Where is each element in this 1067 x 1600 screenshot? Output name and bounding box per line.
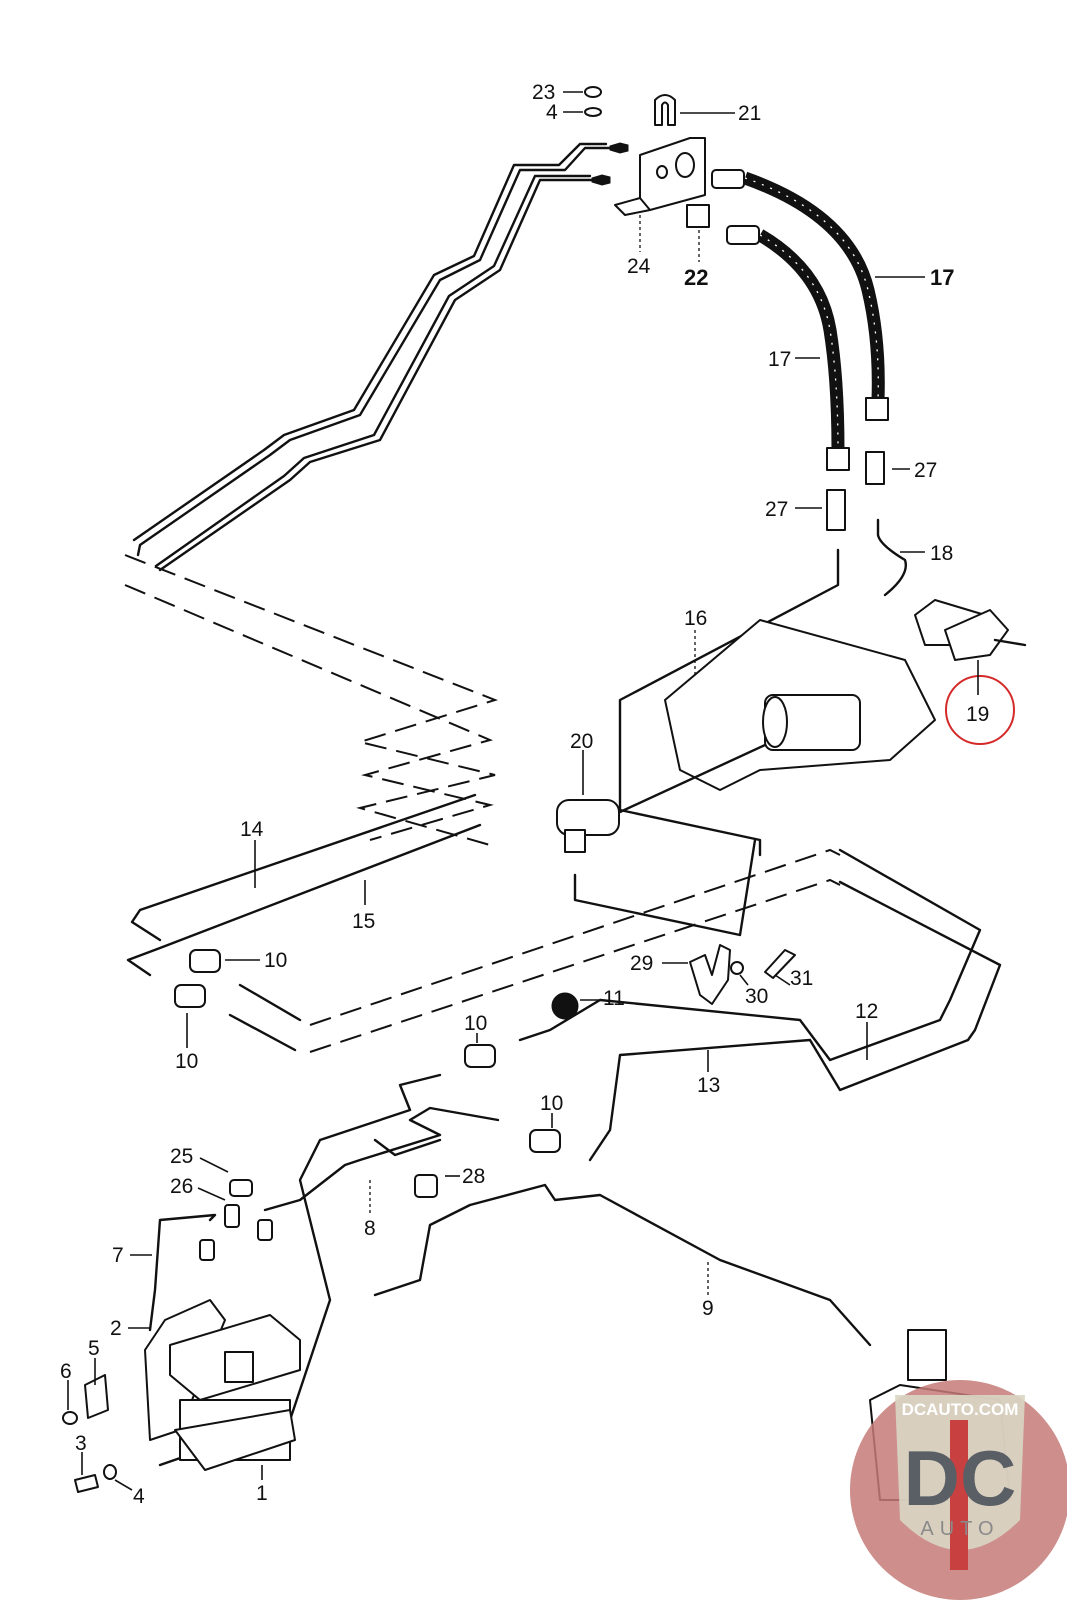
leader-lines	[67, 91, 979, 1491]
callout-11: 11	[603, 987, 625, 1010]
callout-19: 19	[966, 703, 989, 726]
watermark-top-text: DCAUTO.COM	[902, 1400, 1019, 1419]
callout-28: 28	[462, 1165, 485, 1188]
highlight-circle-19	[945, 675, 1015, 745]
upper-brake-lines	[124, 142, 614, 846]
sensor-20	[556, 743, 767, 937]
small-parts	[199, 1174, 438, 1261]
brake-hoses	[711, 169, 889, 531]
callout-13: 13	[697, 1074, 720, 1097]
callout-12: 12	[855, 1000, 878, 1023]
watermark-monogram: DC	[904, 1434, 1017, 1522]
callout-8: 8	[364, 1217, 376, 1240]
callout-10-d: 10	[540, 1092, 563, 1115]
callout-22: 22	[684, 265, 708, 290]
callout-30: 30	[745, 985, 768, 1008]
bracket-29-group	[689, 944, 796, 1005]
callout-9: 9	[702, 1297, 714, 1320]
hydraulic-unit	[62, 1299, 301, 1493]
callout-24: 24	[627, 255, 651, 278]
callout-21: 21	[738, 102, 761, 125]
callout-10-a: 10	[264, 949, 287, 972]
callout-5: 5	[88, 1337, 100, 1360]
callout-2: 2	[110, 1317, 122, 1340]
watermark-logo: DCAUTO.COM DC AUTO	[850, 1380, 1067, 1600]
lower-brake-lines	[148, 1073, 872, 1467]
middle-brake-lines	[126, 793, 1002, 1162]
callout-15: 15	[352, 910, 375, 933]
callout-10-b: 10	[175, 1050, 198, 1073]
callout-6: 6	[60, 1360, 72, 1383]
callout-29: 29	[630, 952, 653, 975]
callout-18: 18	[930, 542, 953, 565]
callout-25: 25	[170, 1145, 193, 1168]
callout-14: 14	[240, 818, 264, 841]
transmission-area	[618, 518, 1027, 857]
callout-10-c: 10	[464, 1012, 487, 1035]
callout-4-top: 4	[546, 101, 558, 124]
unions	[174, 949, 579, 1153]
callout-31: 31	[790, 967, 813, 990]
callout-27-left: 27	[765, 498, 788, 521]
callout-labels: 23 4 21 24 22 17 17 27 27 18 16 19 20 14…	[60, 81, 989, 1508]
callout-20: 20	[570, 730, 593, 753]
hose-bracket-assembly	[584, 86, 710, 228]
watermark-stripe	[950, 1420, 968, 1570]
watermark-bottom-text: AUTO	[920, 1518, 999, 1540]
callout-4-bottom: 4	[133, 1485, 145, 1508]
callout-7: 7	[112, 1244, 124, 1267]
callout-3: 3	[75, 1432, 87, 1455]
callout-23: 23	[532, 81, 555, 104]
callout-17-right: 17	[930, 265, 954, 290]
callout-27-right: 27	[914, 459, 937, 482]
callout-1: 1	[256, 1482, 268, 1505]
callout-16: 16	[684, 607, 707, 630]
callout-26: 26	[170, 1175, 193, 1198]
callout-17-left: 17	[768, 348, 791, 371]
